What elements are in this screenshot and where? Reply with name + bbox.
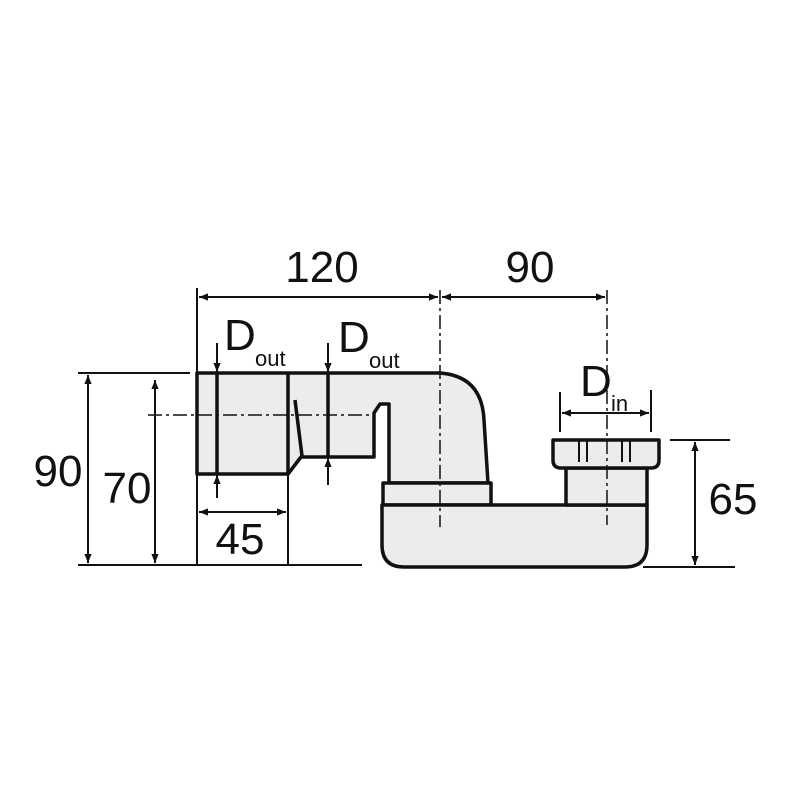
- inlet-nut: [551, 438, 661, 470]
- siphon-body: [195, 371, 661, 569]
- din-label: D: [580, 357, 612, 406]
- din-sub: in: [611, 391, 628, 416]
- dout-2-label: D: [338, 313, 370, 362]
- dout-1-label: D: [224, 311, 256, 360]
- extension-lines: [78, 288, 735, 568]
- dim-45-label: 45: [216, 515, 265, 564]
- seal-line: [293, 399, 304, 457]
- nut-flats: [578, 441, 631, 462]
- dim-90-left-label: 90: [34, 447, 83, 496]
- collar: [381, 481, 493, 507]
- outlet-elbow: [195, 371, 490, 485]
- dim-120-label: 120: [285, 243, 358, 292]
- trap-body: [380, 503, 649, 569]
- dout-2-sub: out: [369, 348, 400, 373]
- dout-1-sub: out: [255, 346, 286, 371]
- dim-70-label: 70: [103, 464, 152, 513]
- dim-90-top-label: 90: [506, 243, 555, 292]
- dim-65-label: 65: [709, 475, 758, 524]
